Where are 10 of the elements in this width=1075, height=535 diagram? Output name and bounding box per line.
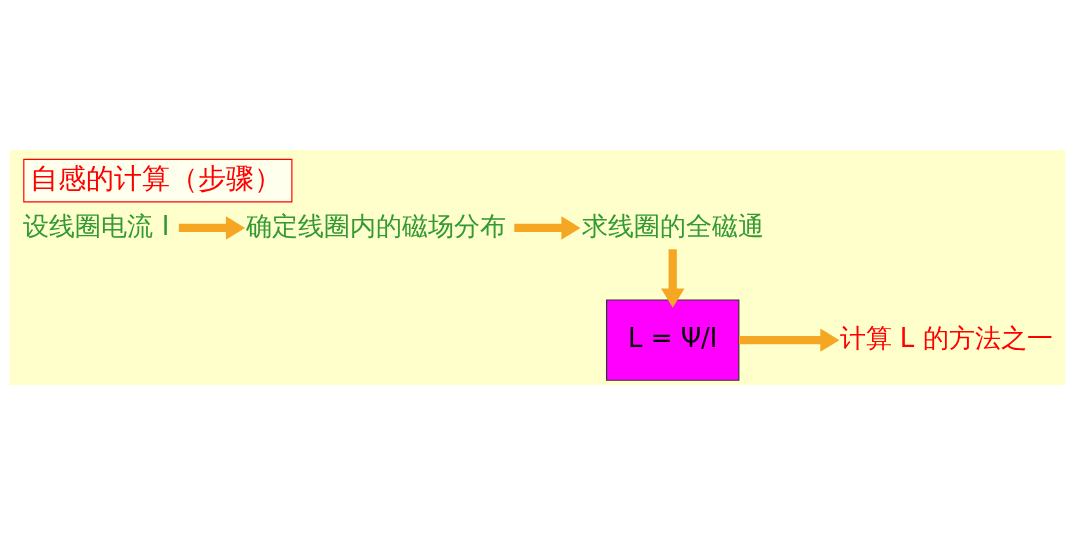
arrow [514, 216, 581, 240]
arrow [661, 249, 685, 308]
arrow [739, 328, 840, 352]
arrow [178, 216, 246, 240]
node-text: 求线圈的全磁通 [581, 210, 764, 241]
diagram-title: 自感的计算（步骤） [30, 162, 283, 196]
node-text: 确定线圈内的磁场分布 [245, 210, 506, 241]
node-text: 设线圈电流 I [23, 210, 170, 241]
node-text: 计算 L 的方法之一 [839, 322, 1053, 353]
node-box: L = Ψ/I [606, 299, 740, 381]
